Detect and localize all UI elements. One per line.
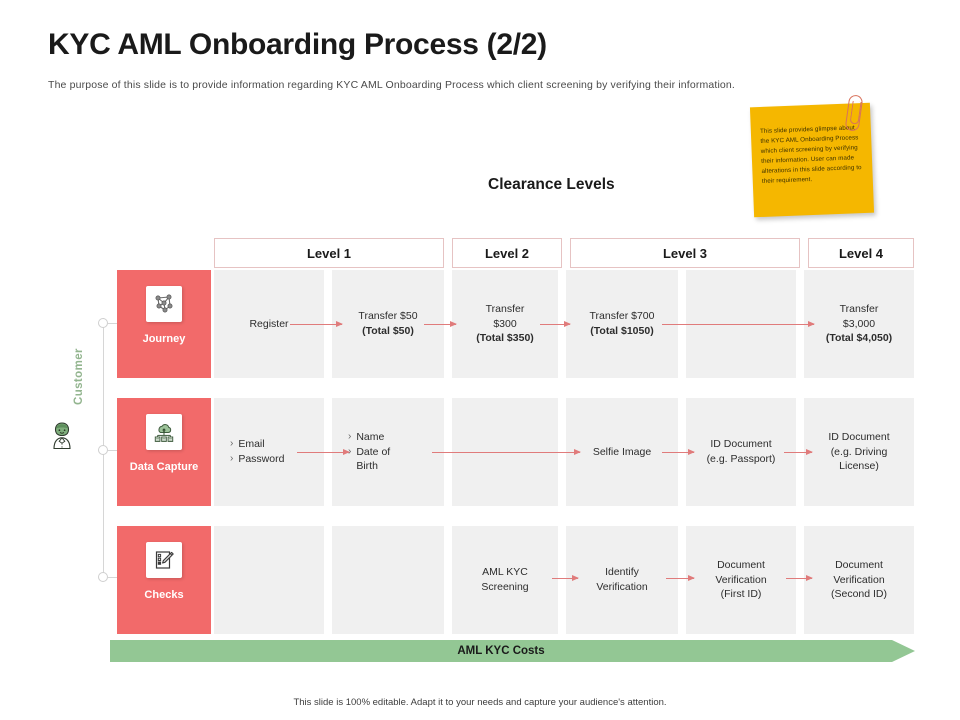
row-label-checks: Checks	[117, 526, 211, 634]
cost-bar-label: AML KYC Costs	[457, 645, 545, 657]
cell-text: (Total $50)	[362, 325, 414, 337]
footer-note: This slide is 100% editable. Adapt it to…	[293, 697, 667, 708]
cell-text: (Total $350)	[476, 332, 534, 345]
cell-text: $3,000	[842, 317, 876, 330]
row-label-data-capture: Data Capture	[117, 398, 211, 506]
arrow-checks-1	[552, 573, 579, 583]
cell-text: (e.g. Driving	[830, 445, 888, 458]
cell-checks-4[interactable]: Identify Verification	[566, 526, 678, 634]
cell-text: Date of Birth	[356, 445, 391, 473]
page-subtitle: The purpose of this slide is to provide …	[48, 79, 735, 91]
cell-text: Verification	[715, 573, 767, 586]
row-label-data-capture-text: Data Capture	[129, 461, 199, 473]
bullet-marker: ›	[348, 430, 352, 442]
cell-text: Selfie Image	[592, 445, 652, 458]
network-nodes-icon	[146, 286, 182, 322]
cell-checks-6[interactable]: Document Verification (Second ID)	[804, 526, 914, 634]
cell-checks-3[interactable]: AML KYC Screening	[452, 526, 558, 634]
row-label-checks-text: Checks	[144, 589, 184, 601]
cell-text: Verification	[596, 581, 648, 593]
cell-text: AML KYC	[482, 566, 528, 579]
cell-text: (Total $1050)	[590, 325, 654, 337]
checklist-pencil-icon	[146, 542, 182, 578]
arrow-checks-2	[666, 573, 695, 583]
cell-checks-1[interactable]	[214, 526, 324, 634]
arrow-journey-2	[424, 319, 457, 329]
cloud-database-icon	[146, 414, 182, 450]
cell-text: Document	[717, 558, 765, 571]
cost-bar-body	[110, 640, 892, 662]
cost-bar-arrow-tip	[892, 640, 915, 662]
cell-text: ID Document	[710, 438, 772, 451]
bullet-marker: ›	[230, 453, 234, 464]
cell-journey-1[interactable]: Register	[214, 270, 324, 378]
level-header-3[interactable]: Level 3	[570, 238, 800, 268]
customer-rail: Customer	[42, 300, 118, 600]
cell-journey-4[interactable]: Transfer $700 (Total $1050)	[566, 270, 678, 378]
aml-kyc-costs-bar: AML KYC Costs	[110, 640, 915, 662]
cell-text: Screening	[481, 581, 529, 593]
cell-text: Verification	[833, 573, 885, 586]
arrow-data-capture-4	[784, 447, 813, 457]
cell-text: Transfer	[839, 302, 879, 315]
cell-text: Transfer	[485, 302, 525, 315]
cell-text: ID Document	[828, 430, 890, 443]
person-avatar-icon	[48, 420, 76, 450]
cell-text: (e.g. Passport)	[706, 453, 776, 465]
cell-text: Document	[835, 558, 883, 571]
rail-tick-checks	[108, 577, 118, 578]
level-header-4[interactable]: Level 4	[808, 238, 914, 268]
cell-text: Email	[238, 438, 265, 451]
rail-dot-data-capture	[98, 445, 108, 455]
row-label-journey-text: Journey	[142, 333, 186, 345]
level-header-row: Level 1 Level 2 Level 3 Level 4	[214, 238, 914, 268]
rail-dot-journey	[98, 318, 108, 328]
rail-tick-journey	[108, 323, 118, 324]
clearance-levels-heading: Clearance Levels	[488, 176, 615, 193]
cell-data-capture-4[interactable]: Selfie Image	[566, 398, 678, 506]
cell-text: Name	[356, 430, 385, 443]
arrow-journey-1	[290, 319, 343, 329]
arrow-journey-4	[662, 319, 815, 329]
cell-text: License)	[839, 460, 879, 473]
arrow-journey-3	[540, 319, 571, 329]
cell-text: Password	[238, 453, 285, 465]
level-header-1[interactable]: Level 1	[214, 238, 444, 268]
bullet-marker: ›	[230, 438, 234, 450]
arrow-data-capture-3	[662, 447, 695, 457]
cell-data-capture-6[interactable]: ID Document (e.g. Driving License)	[804, 398, 914, 506]
row-label-journey: Journey	[117, 270, 211, 378]
cell-text: Transfer $700	[589, 310, 655, 323]
cell-data-capture-2[interactable]: › Name › Date of Birth	[332, 398, 444, 506]
cell-text: (Second ID)	[830, 588, 888, 601]
arrow-data-capture-2-line	[432, 452, 580, 454]
arrow-data-capture-2	[556, 447, 581, 457]
cell-text: Register	[249, 317, 289, 330]
cell-text: (Total $4,050)	[825, 332, 893, 345]
cell-text: Identify	[605, 566, 639, 579]
cell-data-capture-5[interactable]: ID Document (e.g. Passport)	[686, 398, 796, 506]
cell-checks-2[interactable]	[332, 526, 444, 634]
rail-dot-checks	[98, 572, 108, 582]
arrow-checks-3	[786, 573, 813, 583]
rail-tick-data-capture	[108, 450, 118, 451]
level-header-2[interactable]: Level 2	[452, 238, 562, 268]
cell-text: (First ID)	[720, 588, 762, 601]
cell-text: Transfer $50	[358, 310, 418, 323]
page-title: KYC AML Onboarding Process (2/2)	[48, 28, 547, 61]
cell-journey-6[interactable]: Transfer $3,000 (Total $4,050)	[804, 270, 914, 378]
cell-text: $300	[493, 317, 517, 330]
arrow-data-capture-1	[297, 447, 350, 457]
cell-checks-5[interactable]: Document Verification (First ID)	[686, 526, 796, 634]
